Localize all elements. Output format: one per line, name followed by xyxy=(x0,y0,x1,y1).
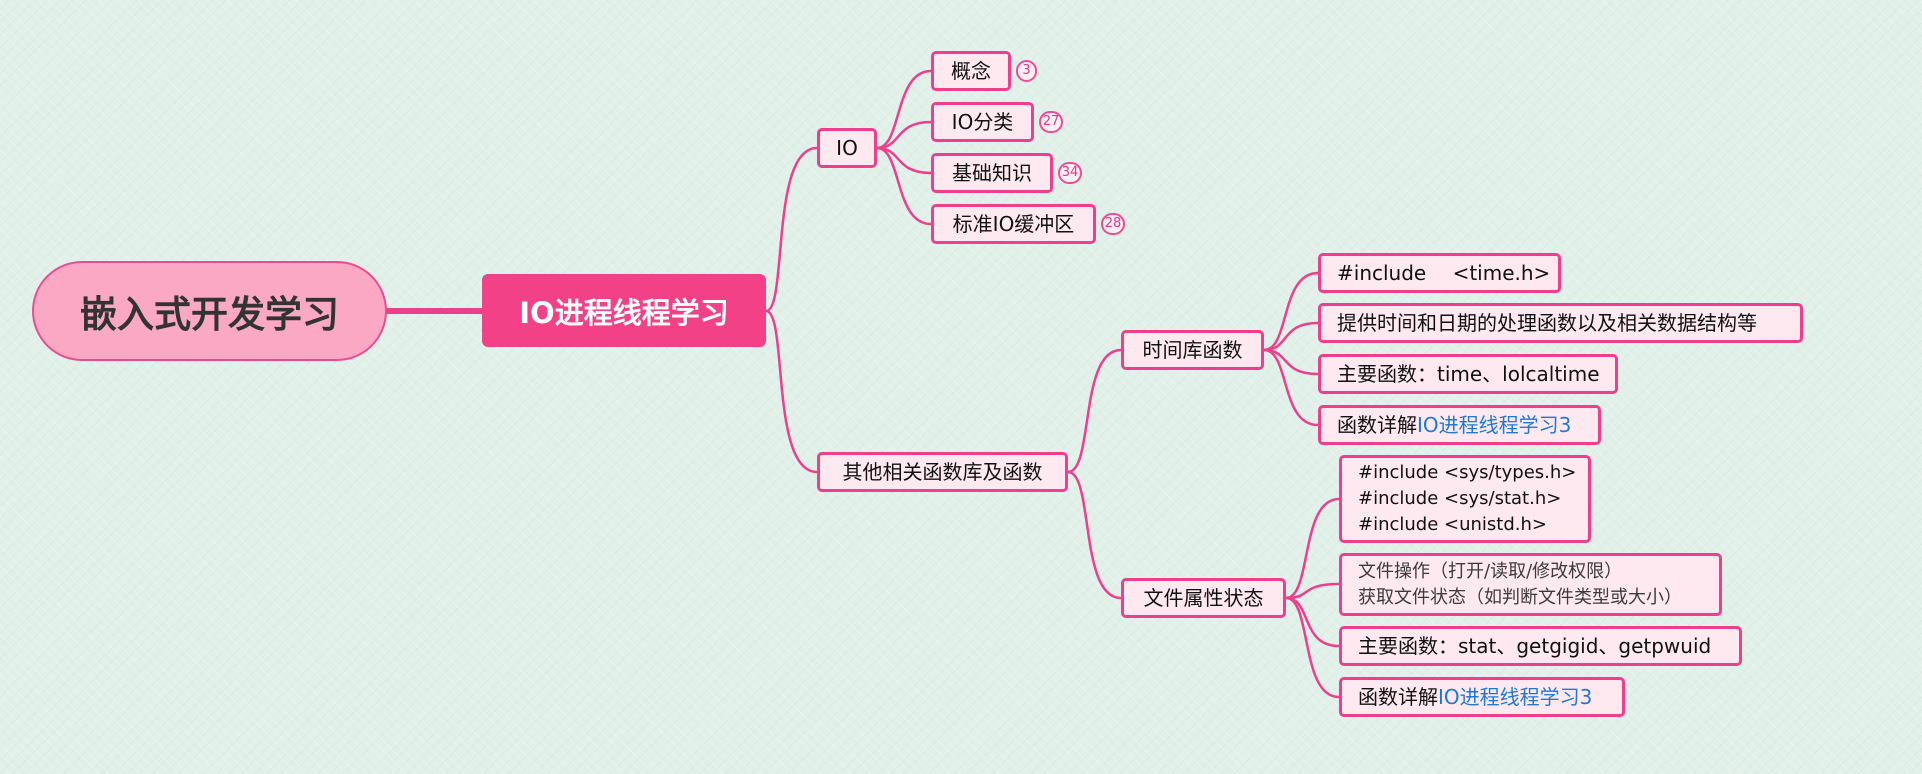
io-classification-node[interactable]: IO分类 xyxy=(931,102,1034,142)
io-concept-node[interactable]: 概念 xyxy=(931,51,1011,91)
file-ops-line: 获取文件状态（如判断文件类型或大小） xyxy=(1358,586,1682,608)
io-buffer-count-badge[interactable]: 28 xyxy=(1101,213,1125,235)
connector-file-ops xyxy=(1284,582,1341,600)
time-detail-prefix: 函数详解 xyxy=(1337,413,1417,437)
other-libs-node[interactable]: 其他相关函数库及函数 xyxy=(817,452,1068,492)
main-topic-node[interactable]: IO进程线程学习 xyxy=(482,274,766,347)
io-node[interactable]: IO xyxy=(817,128,877,168)
file-ops-line: 文件操作（打开/读取/修改权限） xyxy=(1358,560,1623,582)
file-includes-node[interactable]: #include <sys/types.h> #include <sys/sta… xyxy=(1339,455,1591,543)
connector-other-file xyxy=(1066,470,1123,600)
time-main-functions-node[interactable]: 主要函数：time、lolcaltime xyxy=(1318,354,1618,394)
connector-io-buffer xyxy=(875,146,933,226)
file-include-line: #include <sys/stat.h> xyxy=(1358,488,1562,509)
io-basics-count-badge[interactable]: 34 xyxy=(1058,162,1082,184)
file-attr-node[interactable]: 文件属性状态 xyxy=(1121,578,1286,618)
io-classification-count-badge[interactable]: 27 xyxy=(1039,111,1063,133)
connector-file-includes xyxy=(1284,497,1341,600)
time-lib-node[interactable]: 时间库函数 xyxy=(1121,330,1264,370)
connector-file-funcs xyxy=(1284,596,1341,648)
file-detail-prefix: 函数详解 xyxy=(1358,685,1438,709)
connector-time-detail xyxy=(1262,348,1320,427)
connector-other-time xyxy=(1066,348,1123,474)
connector-main-other xyxy=(764,309,819,474)
connector-io-classification xyxy=(875,120,933,150)
time-description-node[interactable]: 提供时间和日期的处理函数以及相关数据结构等 xyxy=(1318,303,1803,343)
connector-main-io xyxy=(764,146,819,313)
io-basics-node[interactable]: 基础知识 xyxy=(931,153,1053,193)
io-concept-count-badge[interactable]: 3 xyxy=(1016,60,1037,82)
time-include-node[interactable]: #include <time.h> xyxy=(1318,253,1561,293)
file-operations-node[interactable]: 文件操作（打开/读取/修改权限） 获取文件状态（如判断文件类型或大小） xyxy=(1339,553,1722,616)
time-detail-link[interactable]: IO进程线程学习3 xyxy=(1417,413,1572,437)
file-include-line: #include <unistd.h> xyxy=(1358,514,1547,535)
root-node[interactable]: 嵌入式开发学习 xyxy=(32,261,387,361)
connector-file-detail xyxy=(1284,596,1341,699)
file-detail-link[interactable]: IO进程线程学习3 xyxy=(1438,685,1593,709)
file-main-functions-node[interactable]: 主要函数：stat、getgigid、getpwuid xyxy=(1339,626,1742,666)
file-include-line: #include <sys/types.h> xyxy=(1358,462,1577,483)
connector-io-concept xyxy=(875,69,933,150)
connector-time-include xyxy=(1262,271,1320,352)
connector-time-desc xyxy=(1262,321,1320,352)
io-buffer-node[interactable]: 标准IO缓冲区 xyxy=(931,204,1096,244)
